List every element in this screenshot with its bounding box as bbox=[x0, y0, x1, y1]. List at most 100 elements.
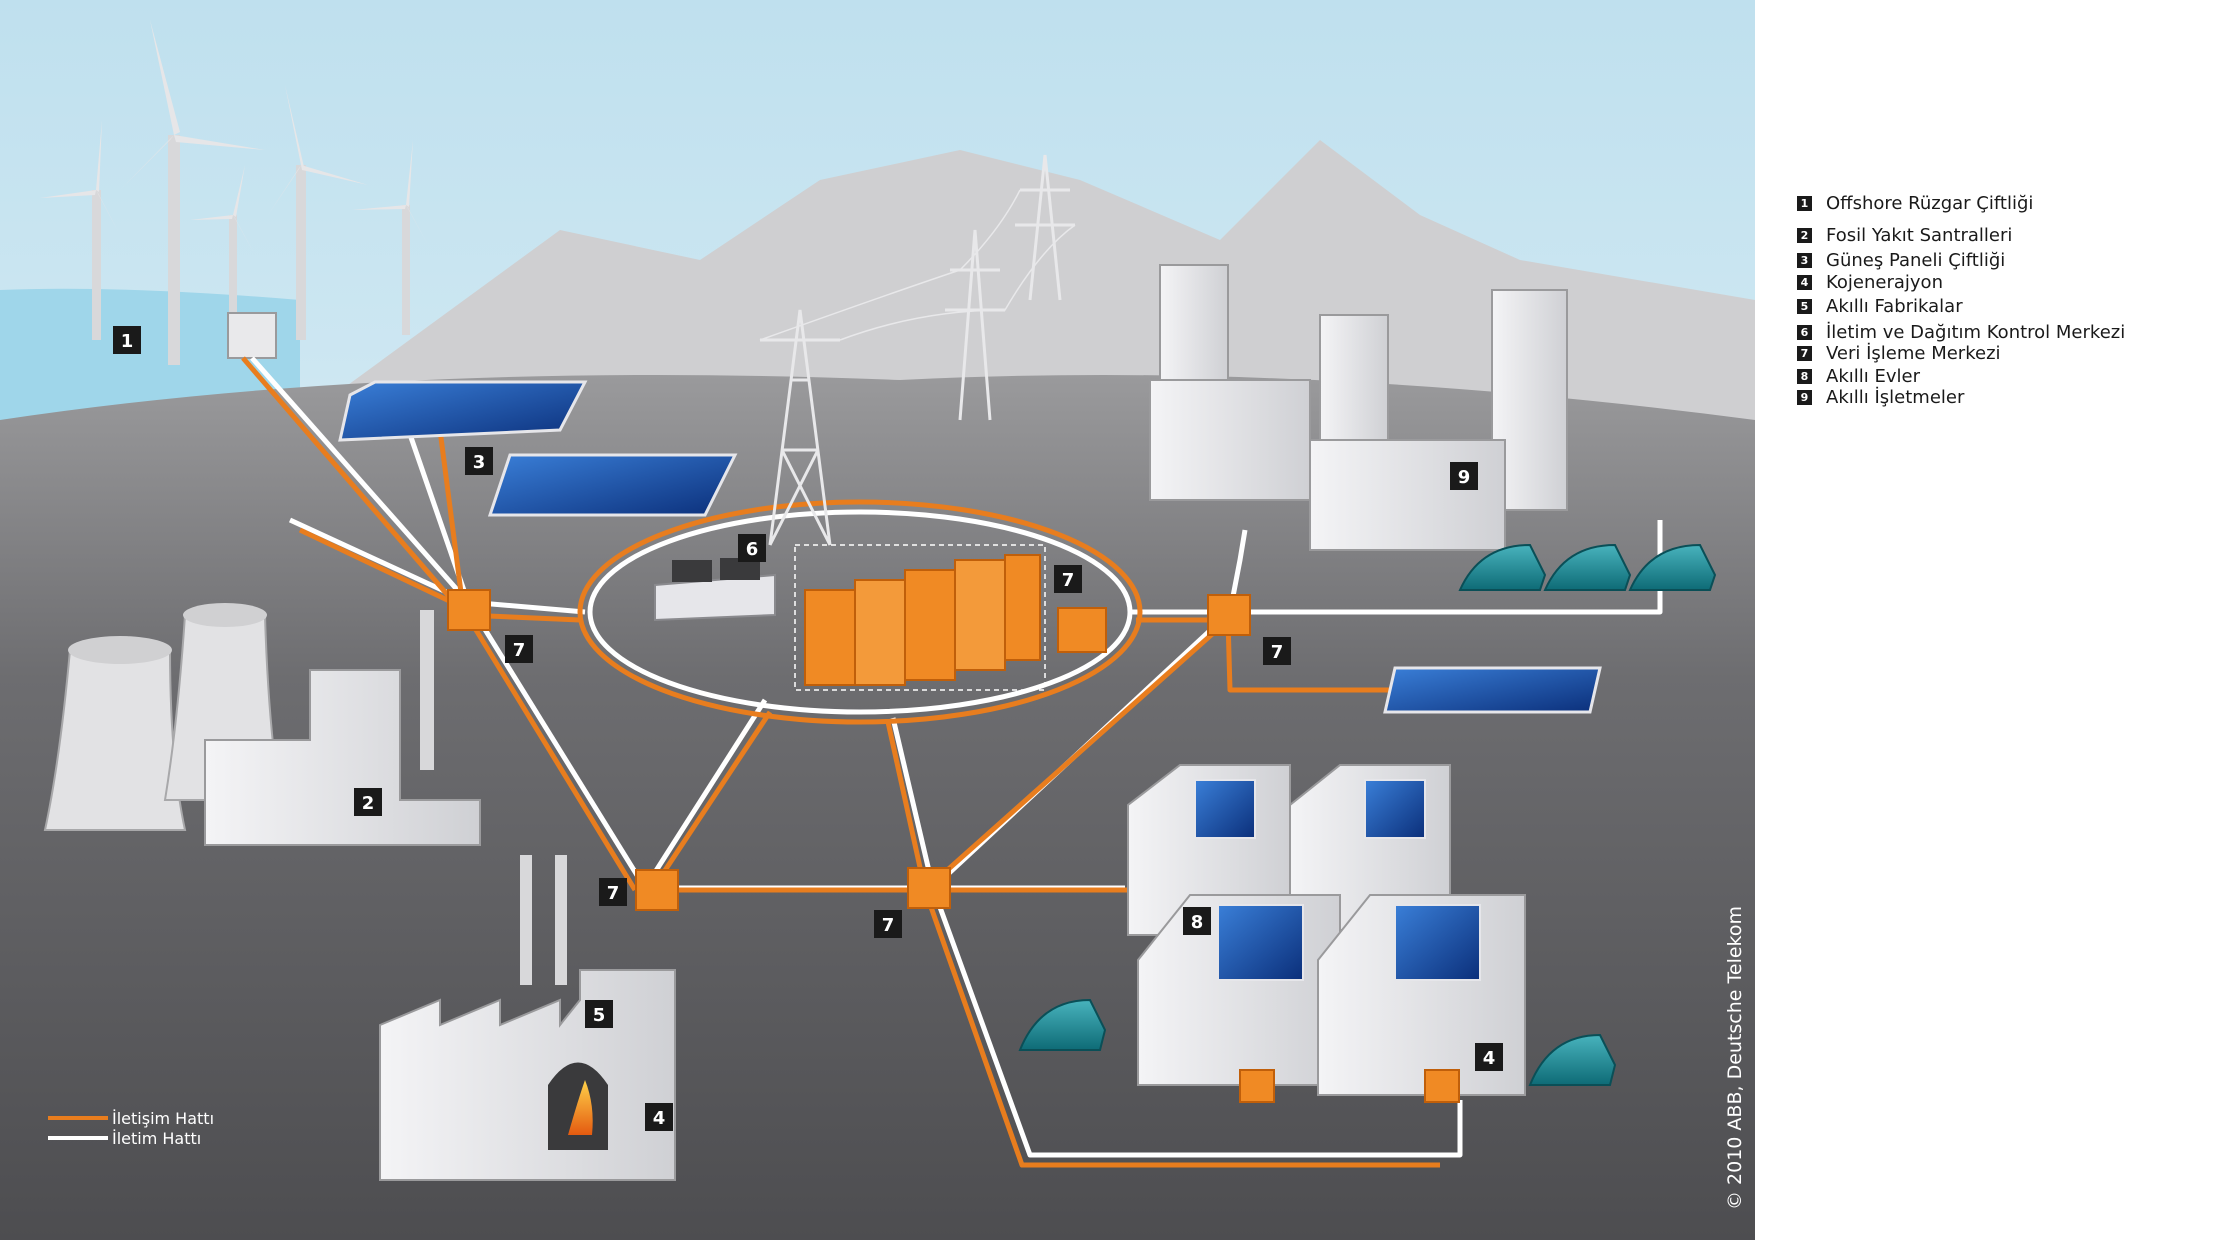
badge-7-datacenter: 7 bbox=[1054, 565, 1082, 593]
badge-6: 6 bbox=[738, 534, 766, 562]
badge-4: 4 bbox=[645, 1103, 673, 1131]
svg-text:6: 6 bbox=[746, 539, 759, 560]
power-plant-building-icon bbox=[204, 669, 481, 846]
svg-text:4: 4 bbox=[653, 1108, 666, 1129]
scene-illustration: 1 3 2 5 4 6 7 7 7 7 7 8 4 9 bbox=[0, 0, 1755, 1240]
hub-icon bbox=[635, 869, 679, 911]
office-building-icon bbox=[1149, 379, 1311, 501]
legend-transmission-line: İletim Hattı bbox=[48, 1128, 214, 1148]
ev-car-icon bbox=[1458, 543, 1547, 591]
hub-icon bbox=[1239, 1069, 1275, 1103]
solar-panel-icon bbox=[1383, 666, 1602, 714]
legend-label: Offshore Rüzgar Çiftliği bbox=[1826, 193, 2034, 214]
svg-text:7: 7 bbox=[882, 915, 895, 936]
network-hubs bbox=[447, 589, 1460, 1103]
wind-turbine-icon bbox=[352, 140, 428, 335]
svg-text:7: 7 bbox=[1271, 642, 1284, 663]
svg-text:5: 5 bbox=[593, 1005, 606, 1026]
badge-2: 2 bbox=[354, 788, 382, 816]
solar-panel-icon bbox=[487, 453, 738, 517]
fossil-fuel-plant bbox=[43, 603, 481, 846]
wind-turbine-icon bbox=[120, 20, 265, 365]
wind-turbine-icon bbox=[268, 85, 368, 340]
legend-label: Fosil Yakıt Santralleri bbox=[1826, 225, 2013, 246]
mountains bbox=[300, 140, 1755, 420]
hub-icon bbox=[1207, 594, 1251, 636]
legend-label: İletim ve Dağıtım Kontrol Merkezi bbox=[1826, 322, 2126, 343]
server-rack-icon bbox=[954, 559, 1006, 671]
svg-text:4: 4 bbox=[1483, 1048, 1496, 1069]
svg-text:2: 2 bbox=[362, 793, 375, 814]
svg-text:7: 7 bbox=[607, 883, 620, 904]
cooling-tower-icon bbox=[43, 649, 187, 831]
power-pylons bbox=[759, 154, 1076, 546]
badge-8: 8 bbox=[1183, 907, 1211, 935]
legend-label: Güneş Paneli Çiftliği bbox=[1826, 250, 2006, 271]
hub-icon bbox=[907, 867, 951, 909]
badge-3: 3 bbox=[465, 447, 493, 475]
control-center bbox=[654, 558, 776, 622]
svg-text:7: 7 bbox=[1062, 570, 1075, 591]
smart-businesses bbox=[1149, 264, 1717, 591]
legend-label: Akıllı Evler bbox=[1826, 366, 1920, 387]
white-line-swatch bbox=[48, 1136, 108, 1140]
server-rack-icon bbox=[1004, 554, 1041, 661]
badge-9: 9 bbox=[1450, 462, 1478, 490]
legend-label: Veri İşleme Merkezi bbox=[1826, 343, 2001, 364]
number-badges: 1 3 2 5 4 6 7 7 7 7 7 8 4 9 bbox=[113, 326, 1503, 1131]
badge-7-hub-south-west: 7 bbox=[599, 878, 627, 906]
ev-car-icon bbox=[1543, 543, 1632, 591]
svg-text:7: 7 bbox=[513, 640, 526, 661]
ev-car-icon bbox=[1628, 543, 1717, 591]
svg-text:1: 1 bbox=[121, 331, 134, 352]
ev-car-icon bbox=[1018, 998, 1107, 1051]
badge-7-hub-west: 7 bbox=[505, 635, 533, 663]
badge-5: 5 bbox=[585, 1000, 613, 1028]
communication-lines bbox=[241, 356, 1440, 1168]
legend-label: Akıllı Fabrikalar bbox=[1826, 296, 1963, 317]
legend-label: Kojenerajyon bbox=[1826, 272, 1943, 293]
solar-farm bbox=[338, 380, 1602, 714]
svg-text:9: 9 bbox=[1458, 467, 1471, 488]
svg-text:8: 8 bbox=[1191, 912, 1204, 933]
badge-1: 1 bbox=[113, 326, 141, 354]
flame-icon bbox=[568, 1080, 593, 1135]
roof-solar-panel-icon bbox=[1194, 779, 1256, 839]
svg-text:3: 3 bbox=[473, 452, 486, 473]
legend-communication-line: İletişim Hattı bbox=[48, 1108, 214, 1128]
roof-solar-panel-icon bbox=[1394, 904, 1481, 981]
hub-icon bbox=[1424, 1069, 1460, 1103]
smart-homes bbox=[1018, 764, 1617, 1096]
monitor-icon bbox=[672, 560, 712, 582]
solar-panel-icon bbox=[338, 380, 588, 442]
hub-icon bbox=[447, 589, 491, 631]
router-box-icon bbox=[1057, 607, 1107, 653]
server-rack-icon bbox=[854, 579, 906, 686]
badge-7-hub-south: 7 bbox=[874, 910, 902, 938]
line-type-legend: İletişim Hattı İletim Hattı bbox=[48, 1108, 214, 1148]
server-rack-icon bbox=[904, 569, 956, 681]
roof-solar-panel-icon bbox=[1364, 779, 1426, 839]
ev-car-icon bbox=[1528, 1033, 1617, 1086]
orange-line-swatch bbox=[48, 1116, 108, 1120]
badge-4-home: 4 bbox=[1475, 1043, 1503, 1071]
badge-7-hub-east: 7 bbox=[1263, 637, 1291, 665]
monitor-icon bbox=[720, 558, 760, 580]
sea bbox=[0, 288, 300, 420]
legend-label: Akıllı İşletmeler bbox=[1826, 387, 1965, 408]
data-center bbox=[794, 544, 1107, 691]
wind-turbine-icon bbox=[40, 120, 120, 340]
copyright-notice: © 2010 ABB, Deutsche Telekom bbox=[1724, 906, 1746, 1210]
server-rack-icon bbox=[804, 589, 856, 686]
wind-farm bbox=[40, 20, 428, 365]
transformer-box-icon bbox=[227, 312, 277, 359]
